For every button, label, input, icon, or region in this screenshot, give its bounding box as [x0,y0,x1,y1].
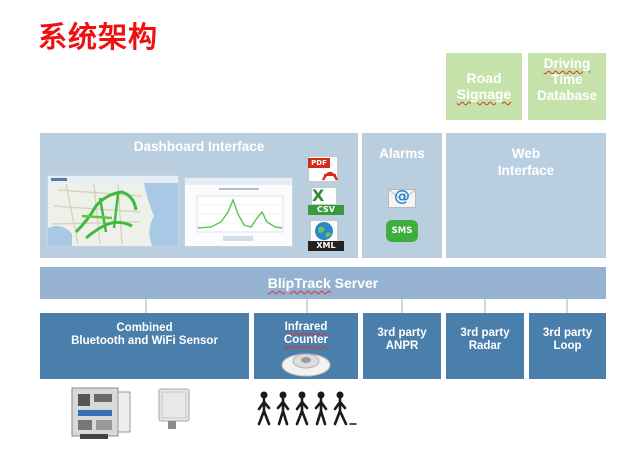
email-icon: @ [386,186,418,210]
sms-icon-label: SMS [391,226,413,236]
chart-image [185,178,292,241]
connector-infrared [306,299,308,313]
csv-icon-label: CSV [308,205,344,215]
radar-box: 3rd party Radar [446,313,524,379]
road-signage-line-1: Road [466,70,502,86]
sms-icon: SMS [386,220,418,242]
pdf-icon-label: PDF [308,158,330,168]
sensor-cabinet-image [71,387,131,439]
pdf-icon: PDF [308,156,342,182]
web-interface-line-1: Web [511,146,541,161]
bliptrack-server-bar: BlipTrack Server [40,267,606,299]
connector-combined [145,299,147,313]
connector-anpr [401,299,403,313]
loop-line-1: 3rd party [542,327,593,339]
loop-box: 3rd party Loop [529,313,606,379]
driving-time-line-1: Driving [543,56,591,71]
infrared-counter-box: Infrared Counter [254,313,358,379]
combined-sensor-box: Combined Bluetooth and WiFi Sensor [40,313,249,379]
chart-screenshot [184,177,293,247]
dashboard-interface-label: Dashboard Interface [133,139,265,154]
xml-icon: XML [308,220,348,252]
alarms-label: Alarms [379,146,425,161]
driving-time-database-box: Driving Time Database [528,53,606,120]
email-at-sign: @ [394,186,410,205]
loop-line-2: Loop [553,340,582,352]
walking-people-icon [257,391,357,426]
driving-time-line-2: Time [551,72,583,87]
infrared-counter-device-icon [281,353,331,377]
web-interface-line-2: Interface [497,163,555,178]
anpr-box: 3rd party ANPR [363,313,441,379]
anpr-line-2: ANPR [385,340,419,352]
xml-icon-label: XML [308,241,344,251]
road-signage-line-2: Signage [456,86,512,102]
radar-line-2: Radar [468,340,502,352]
globe-icon [315,222,333,240]
connector-radar [484,299,486,313]
radar-line-1: 3rd party [460,327,510,339]
combined-line-2: Bluetooth and WiFi Sensor [71,335,218,347]
road-signage-box: Road Signage [446,53,522,120]
server-suffix: Server [330,275,379,291]
connector-loop [566,299,568,313]
infrared-line-1: Infrared [284,321,328,333]
sensor-enclosure-image [158,388,190,429]
driving-time-line-3: Database [536,88,598,103]
anpr-line-1: 3rd party [377,327,427,339]
map-screenshot [47,175,179,247]
server-brand: BlipTrack [267,275,331,291]
map-image [48,176,178,246]
csv-icon: X CSV [308,187,348,215]
infrared-line-2: Counter [283,334,329,346]
combined-line-1: Combined [116,322,173,334]
web-interface-panel: Web Interface [446,133,606,258]
page-title: 系统架构 [38,20,159,54]
